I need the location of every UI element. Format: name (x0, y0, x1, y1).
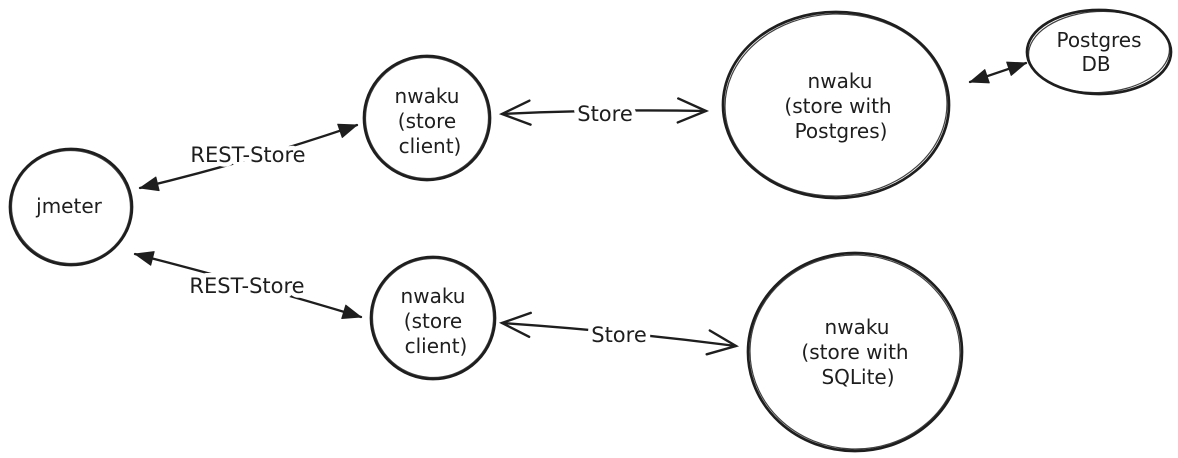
edge-label-rest-store-bottom: REST-Store (189, 274, 304, 298)
edge-postgres-db-link (968, 61, 1028, 84)
edge-rest-store-top (138, 123, 359, 192)
node-jmeter-circle-sketch (10, 149, 132, 265)
double-arrow-store-bottom (498, 311, 740, 356)
node-postgres-db-ellipse-sketch (1027, 10, 1171, 94)
node-store-sqlite-circle (746, 251, 964, 453)
node-postgres-db-label-line2: DB (1081, 52, 1110, 76)
node-store-client-bottom-label-line3: client) (405, 334, 468, 358)
edge-label-store-top: Store (577, 102, 633, 126)
node-store-client-top-label-line3: client) (399, 134, 462, 158)
edge-store-bottom (498, 311, 740, 356)
node-store-postgres-label-line1: nwaku (808, 69, 873, 93)
node-store-sqlite-label-line2: (store with (801, 340, 908, 364)
node-nwaku-store-client-top: nwaku (store client) (362, 54, 492, 182)
node-store-client-bottom-label-line1: nwaku (401, 284, 466, 308)
node-store-client-top-label-line2: (store (398, 109, 456, 133)
node-store-postgres-circle (721, 10, 951, 200)
edge-label-rest-store-top: REST-Store (190, 143, 305, 167)
node-postgres-db: Postgres DB (1025, 8, 1173, 96)
double-arrow-rest-store-top (138, 123, 359, 192)
node-store-client-top-circle-sketch (364, 56, 490, 180)
node-store-client-bottom-circle-sketch (371, 257, 495, 379)
edge-label-store-bottom: Store (591, 323, 647, 347)
double-arrow-postgres-db (968, 61, 1028, 84)
node-nwaku-store-sqlite: nwaku (store with SQLite) (746, 251, 964, 453)
node-nwaku-store-postgres: nwaku (store with Postgres) (721, 10, 951, 200)
node-store-postgres-label-line3: Postgres) (795, 119, 888, 143)
node-nwaku-store-client-bottom: nwaku (store client) (369, 255, 497, 381)
edge-store-top (498, 97, 710, 126)
node-postgres-db-ellipse (1025, 8, 1173, 96)
double-arrow-rest-store-bottom (133, 251, 363, 320)
node-store-sqlite-label-line1: nwaku (825, 315, 890, 339)
node-jmeter-circle (8, 147, 134, 267)
node-store-postgres-circle-sketch (724, 13, 948, 197)
node-store-sqlite-label-line3: SQLite) (821, 365, 894, 389)
node-store-client-bottom-label-line2: (store (404, 309, 462, 333)
edge-rest-store-bottom (133, 251, 363, 320)
node-store-sqlite-circle-sketch (749, 254, 961, 450)
node-postgres-db-label-line1: Postgres (1056, 28, 1141, 52)
node-jmeter-label: jmeter (35, 194, 102, 218)
node-store-client-bottom-circle (369, 255, 497, 381)
node-store-client-top-label-line1: nwaku (395, 84, 460, 108)
node-store-client-top-circle (362, 54, 492, 182)
node-jmeter: jmeter (8, 147, 134, 267)
double-arrow-store-top (498, 97, 710, 126)
node-store-postgres-label-line2: (store with (784, 94, 891, 118)
